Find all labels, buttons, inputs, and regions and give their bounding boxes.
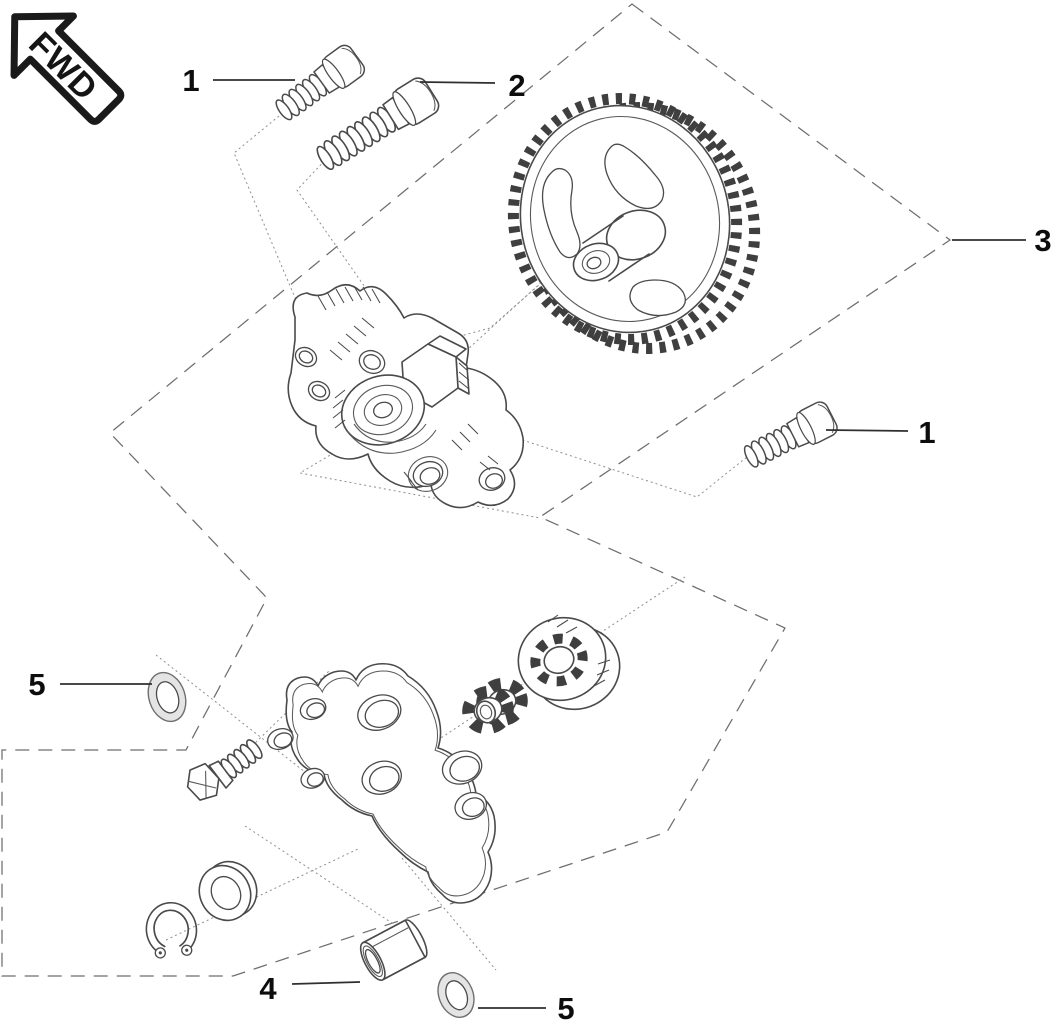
washer-bottom <box>437 972 475 1018</box>
inner-rotor-gear <box>462 677 528 735</box>
pump-cover-plate <box>267 662 496 904</box>
boundary-outline <box>1 3 952 977</box>
bolt-long <box>316 77 440 171</box>
hex-bolt <box>186 739 263 801</box>
fwd-arrow-badge: FWD <box>10 12 125 125</box>
callout-1-right: 1 <box>918 415 935 450</box>
callout-2: 2 <box>508 68 525 103</box>
bolt-short-top <box>275 44 366 121</box>
gear-cutout-bottom <box>629 279 686 317</box>
callout-4: 4 <box>259 971 277 1006</box>
leader-line-4 <box>291 981 361 985</box>
leader-line-2 <box>419 81 496 84</box>
callout-5-bottom: 5 <box>557 991 574 1021</box>
snap-ring <box>145 902 198 959</box>
pump-housing <box>287 283 525 509</box>
callout-5-left: 5 <box>28 667 45 702</box>
camshaft-gear <box>507 93 761 354</box>
fwd-arrow-icon <box>10 12 125 125</box>
spacer-washer <box>198 860 258 922</box>
gear-cutout-left <box>541 167 581 259</box>
leader-line-1-right <box>825 429 909 432</box>
callout-1-top: 1 <box>182 63 199 98</box>
callouts: 1 2 3 1 5 4 5 <box>28 63 1051 1021</box>
gear-cutout-top <box>604 143 665 210</box>
callout-3: 3 <box>1034 223 1051 258</box>
bolt-short-right <box>743 401 838 468</box>
outer-rotor-gear <box>517 614 621 711</box>
bushing <box>359 919 428 981</box>
washer-left <box>147 671 187 723</box>
